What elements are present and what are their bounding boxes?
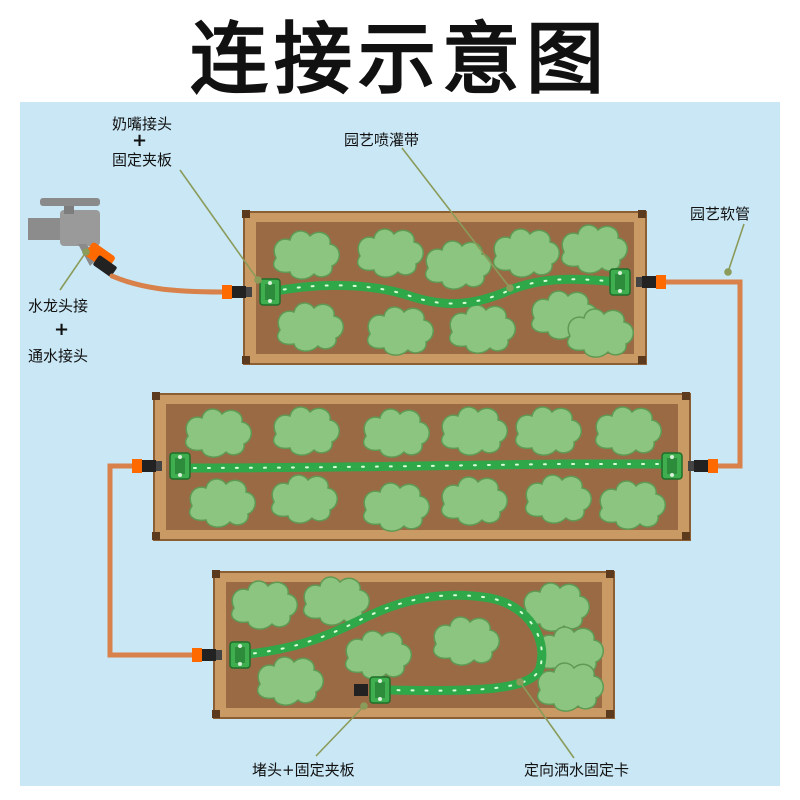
label-faucet-connector: 水龙头接: [28, 297, 89, 315]
faucet-icon: [28, 198, 117, 277]
label-fixing-clamp: 固定夹板: [112, 151, 173, 169]
garden-bed-3: [212, 570, 615, 719]
clamp-icon: [229, 641, 251, 669]
clamp-icon: [259, 278, 281, 306]
label-drip-tape: 园艺喷灌带: [344, 131, 420, 149]
clamp-icon: [661, 452, 683, 480]
label-nipple-connector: 奶嘴接头: [112, 115, 173, 133]
clamp-icon: [369, 676, 391, 704]
leader-lines: [59, 147, 745, 759]
label-water-connector: 通水接头: [28, 347, 89, 365]
page-title: 连接示意图: [189, 15, 610, 105]
clamp-icon: [169, 452, 191, 480]
label-garden-hose: 园艺软管: [690, 205, 751, 223]
clamp-icon: [609, 268, 631, 296]
end-plug-icon: [354, 676, 391, 704]
drip-tape: [175, 274, 675, 696]
label-directional-clip: 定向洒水固定卡: [524, 761, 630, 779]
label-plus-1: +: [132, 130, 148, 151]
garden-bed-1: [242, 210, 647, 365]
garden-hose: [107, 273, 743, 658]
label-end-plug-clamp: 堵头+固定夹板: [252, 761, 355, 779]
label-plus-2: +: [54, 319, 70, 340]
